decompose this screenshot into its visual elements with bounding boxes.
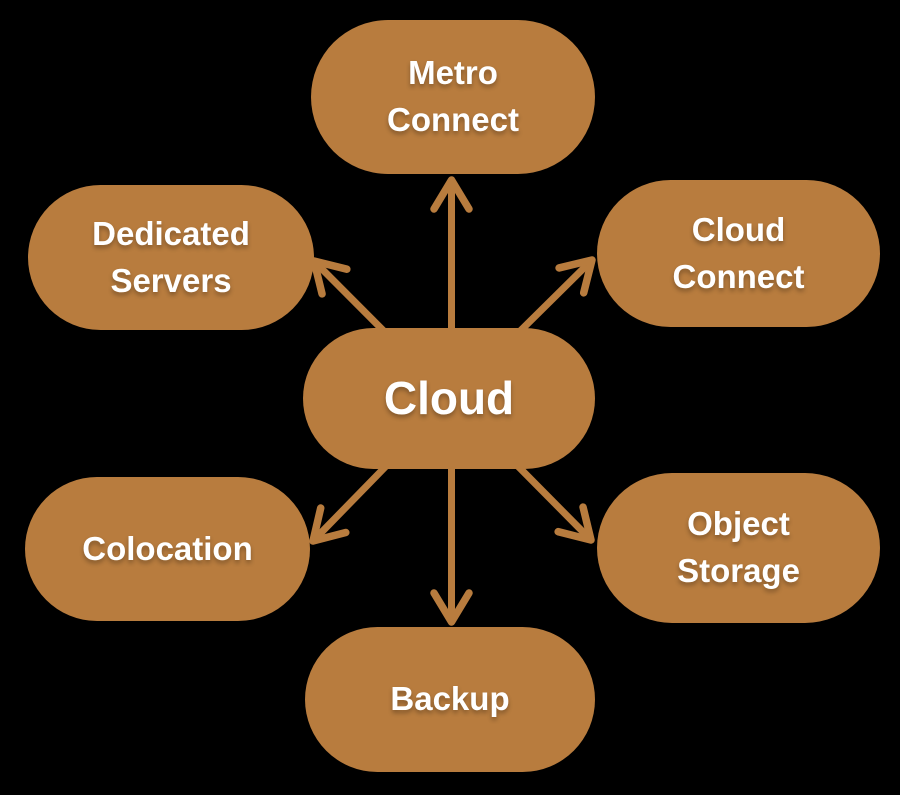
node-label: Metro Connect — [387, 54, 519, 138]
node-cloud: Cloud — [303, 328, 595, 469]
node-label: Object Storage — [677, 505, 800, 589]
node-cloud-connect: Cloud Connect — [597, 180, 880, 327]
node-dedicated-servers: Dedicated Servers — [28, 185, 314, 330]
node-label: Colocation — [82, 529, 253, 567]
node-label: Dedicated Servers — [92, 214, 250, 299]
node-label: Backup — [390, 680, 510, 718]
node-colocation: Colocation — [25, 477, 310, 621]
node-object-storage: Object Storage — [597, 473, 880, 623]
node-label: Cloud — [383, 371, 515, 424]
node-metro-connect: Metro Connect — [311, 20, 595, 174]
node-label: Cloud Connect — [672, 210, 805, 295]
node-backup: Backup — [305, 627, 595, 772]
